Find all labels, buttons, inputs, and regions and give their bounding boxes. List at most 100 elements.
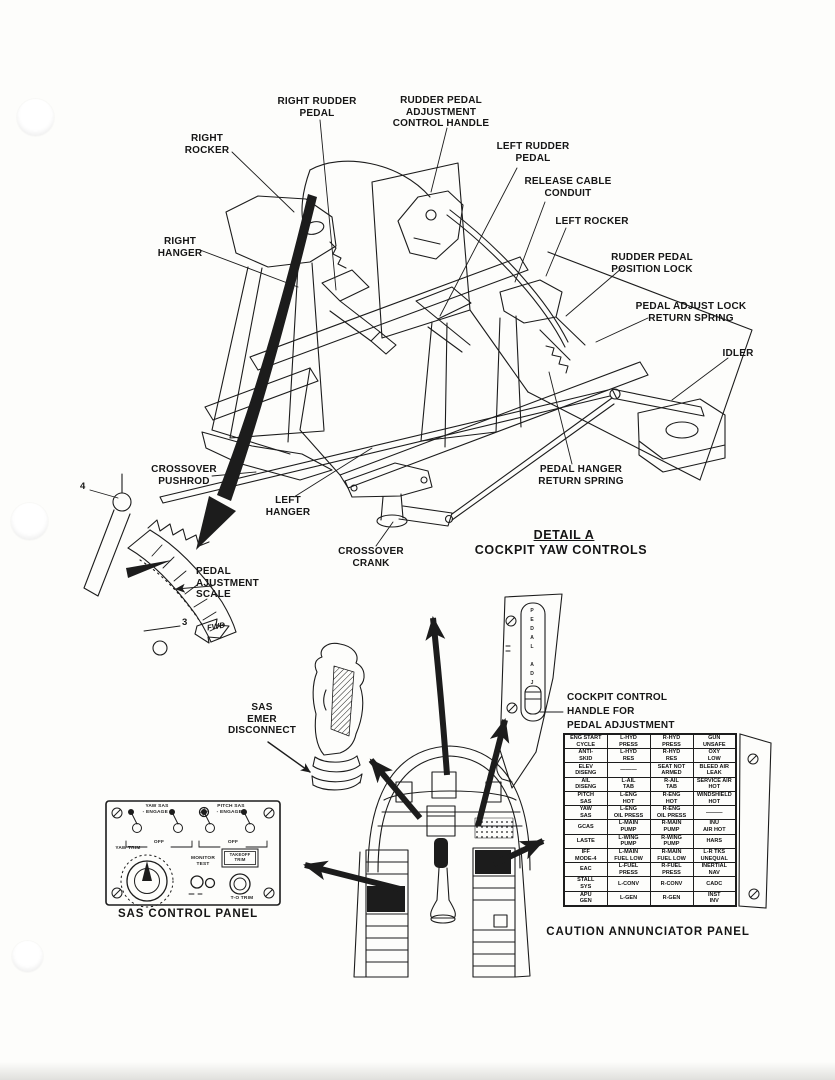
callout-cockpit-control-handle: COCKPIT CONTROL HANDLE FOR PEDAL ADJUSTM… bbox=[567, 691, 675, 735]
callout-pedal-hanger-return-spring: PEDAL HANGER RETURN SPRING bbox=[538, 464, 624, 487]
caution-cell: R-AIL TAB bbox=[649, 776, 694, 792]
caution-cell: INST INV bbox=[692, 890, 737, 907]
punch-hole-middle bbox=[11, 503, 48, 540]
caution-cell: AIL DISENG bbox=[563, 776, 608, 792]
caution-cell: R-WING PUMP bbox=[649, 833, 694, 849]
callout-pedal-adjustment-scale: PEDAL AJUSTMENT SCALE bbox=[196, 566, 259, 600]
pedal-adjustment-scale-art bbox=[83, 473, 237, 656]
caution-cell: L-MAIN PUMP bbox=[606, 819, 651, 835]
caution-cell: LASTE bbox=[563, 833, 608, 849]
caution-cell: R-FUEL PRESS bbox=[649, 862, 694, 878]
sas-to-trim-label: T-O TRIM bbox=[230, 896, 254, 901]
sas-control-panel-art bbox=[105, 800, 281, 908]
caution-cell: L-WING PUMP bbox=[606, 833, 651, 849]
caution-cell: PITCH SAS bbox=[563, 790, 608, 807]
caution-cell: APU GEN bbox=[563, 890, 608, 907]
callout-rudder-pedal-adjustment-control-handle: RUDDER PEDAL ADJUSTMENT CONTROL HANDLE bbox=[392, 95, 490, 129]
caution-cell: L-MAIN FUEL LOW bbox=[606, 847, 651, 864]
caution-cell: L-GEN bbox=[606, 890, 651, 907]
callout-right-hanger: RIGHT HANGER bbox=[157, 236, 203, 259]
callout-left-hanger: LEFT HANGER bbox=[265, 495, 311, 518]
sas-off-left-label: OFF bbox=[153, 840, 165, 845]
motion-arrow-to-sas-panel bbox=[303, 860, 405, 893]
leader-lines bbox=[89, 119, 729, 773]
caution-cell: L-ENG HOT bbox=[606, 790, 651, 807]
caution-cell: SERVICE AIR HOT bbox=[692, 776, 737, 792]
callout-release-cable-conduit: RELEASE CABLE CONDUIT bbox=[524, 176, 612, 199]
caution-cell: R-ENG OIL PRESS bbox=[649, 805, 694, 821]
callout-pedal-adjust-lock-return-spring: PEDAL ADJUST LOCK RETURN SPRING bbox=[635, 301, 747, 324]
handle-label-line1: COCKPIT CONTROL bbox=[567, 692, 668, 703]
callout-number-4: 4 bbox=[80, 481, 86, 492]
sas-pitch-engage-label: PITCH SAS - ENGAGE - bbox=[216, 804, 246, 815]
callout-crossover-pushrod: CROSSOVER PUSHROD bbox=[151, 464, 217, 487]
caution-cell: CADC bbox=[692, 876, 737, 892]
caution-cell: GCAS bbox=[563, 819, 608, 835]
caution-cell: BLEED AIR LEAK bbox=[692, 762, 737, 778]
caution-cell: GUN UNSAFE bbox=[692, 733, 737, 750]
handle-label-line2: HANDLE FOR bbox=[567, 706, 635, 717]
sas-off-right-label: OFF bbox=[227, 840, 239, 845]
sas-monitor-test-label: MONITOR TEST bbox=[191, 856, 215, 867]
caution-cell: R-GEN bbox=[649, 890, 694, 907]
caution-cell: ANTI- SKID bbox=[563, 748, 608, 764]
caution-cell: ELEV DISENG bbox=[563, 762, 608, 778]
sas-control-panel-caption: SAS CONTROL PANEL bbox=[117, 908, 259, 920]
caution-cell: ENG START CYCLE bbox=[563, 733, 608, 750]
caution-cell: R-ENG HOT bbox=[649, 790, 694, 807]
scan-shadow bbox=[0, 1062, 835, 1080]
callout-idler: IDLER bbox=[722, 348, 754, 359]
caution-cell: EAC bbox=[563, 862, 608, 878]
cyclic-stick-art bbox=[311, 642, 365, 791]
cockpit-front-view-art bbox=[353, 745, 531, 978]
callout-left-rocker: LEFT ROCKER bbox=[555, 216, 629, 227]
caution-cell: L-R TKS UNEQUAL bbox=[692, 847, 737, 864]
caution-cell: R-CONV bbox=[649, 876, 694, 892]
callout-right-rudder-pedal: RIGHT RUDDER PEDAL bbox=[277, 96, 357, 119]
punch-hole-bottom bbox=[12, 941, 43, 972]
callout-sas-emer-disconnect: SAS EMER DISCONNECT bbox=[227, 702, 297, 736]
motion-arrow-crossover bbox=[196, 194, 317, 550]
caution-cell: ——— bbox=[606, 762, 651, 778]
callout-number-3: 3 bbox=[182, 617, 188, 628]
caution-cell: L-HYD RES bbox=[606, 748, 651, 764]
caution-cell: ——— bbox=[692, 805, 737, 821]
caution-cell: SEAT NOT ARMED bbox=[649, 762, 694, 778]
pedal-adj-placard: PEDAL ADJ bbox=[529, 608, 535, 689]
caution-cell: HARS bbox=[692, 833, 737, 849]
callout-crossover-crank: CROSSOVER CRANK bbox=[338, 546, 404, 569]
caution-annunciator-panel-caption: CAUTION ANNUNCIATOR PANEL bbox=[546, 926, 750, 938]
sas-yaw-engage-label: YAW SAS - ENGAGE - bbox=[142, 804, 172, 815]
caution-panel-bracket-art bbox=[738, 733, 772, 909]
caution-cell: R-MAIN FUEL LOW bbox=[649, 847, 694, 864]
motion-arrow-up bbox=[425, 616, 450, 776]
punch-hole-top bbox=[17, 99, 54, 136]
detail-title: DETAIL A bbox=[533, 528, 595, 542]
caution-cell: L-HYD PRESS bbox=[606, 733, 651, 750]
pedal-adj-handle-art bbox=[496, 593, 563, 789]
caution-cell: IFF MODE-4 bbox=[563, 847, 608, 864]
motion-arrow-to-caution-panel bbox=[492, 838, 545, 867]
caution-cell: L-AIL TAB bbox=[606, 776, 651, 792]
caution-cell: STALL SYS bbox=[563, 876, 608, 892]
caution-cell: INU AIR HOT bbox=[692, 819, 737, 835]
caution-cell: YAW SAS bbox=[563, 805, 608, 821]
caution-cell: L-FUEL PRESS bbox=[606, 862, 651, 878]
caution-cell: R-HYD PRESS bbox=[649, 733, 694, 750]
motion-arrows-cockpit bbox=[303, 616, 545, 893]
